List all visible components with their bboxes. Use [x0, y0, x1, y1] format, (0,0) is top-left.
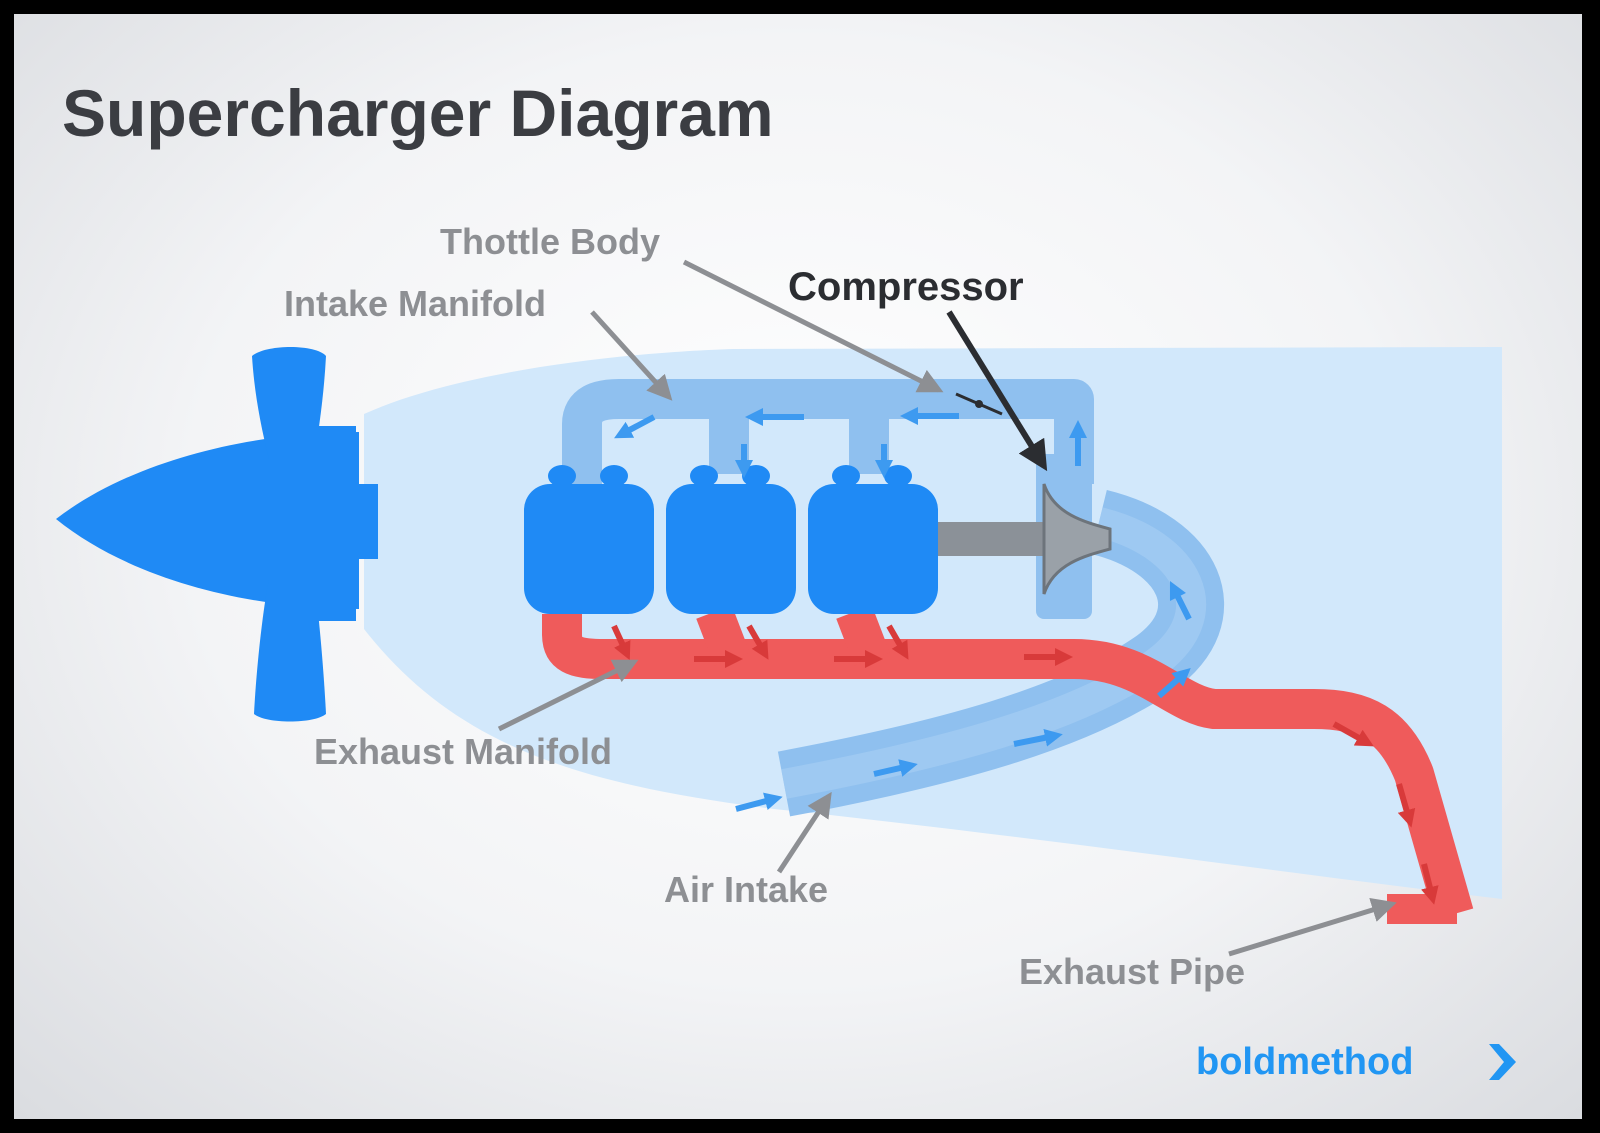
brand-logo: boldmethod — [1196, 1041, 1516, 1083]
air-flow-arrows — [614, 407, 1192, 812]
page-title: Supercharger Diagram — [62, 76, 774, 150]
brand-name: boldmethod — [1196, 1041, 1413, 1083]
diagram-frame: Supercharger Diagram — [14, 14, 1582, 1119]
cylinder-1 — [524, 465, 654, 614]
exhaust-flow-arrows — [611, 624, 1439, 905]
compressor-impeller — [1042, 483, 1112, 595]
propeller-blade-top — [252, 347, 326, 459]
cylinder-3 — [808, 465, 938, 614]
leader-throttle-body — [682, 259, 944, 393]
leader-intake-manifold — [590, 310, 673, 401]
propeller — [56, 347, 378, 722]
exhaust-runner-3 — [836, 605, 890, 666]
cylinder-2 — [666, 465, 796, 614]
label-throttle-body: Thottle Body — [440, 221, 660, 262]
label-intake-manifold: Intake Manifold — [284, 283, 546, 324]
propeller-flange — [356, 484, 378, 559]
exhaust-pipe-outlet — [1387, 894, 1457, 924]
engine-cowling — [364, 347, 1502, 899]
propeller-spinner — [56, 432, 359, 609]
leader-compressor — [946, 310, 1048, 472]
chevron-right-icon — [1489, 1044, 1516, 1080]
propeller-hub — [314, 426, 356, 621]
exhaust-manifold-pipe — [542, 614, 1474, 920]
label-compressor: Compressor — [788, 265, 1024, 309]
exhaust-runner-2 — [696, 605, 750, 666]
supercharger-diagram: Supercharger Diagram — [56, 76, 1516, 1083]
engine-cylinders — [524, 465, 938, 614]
intake-manifold-pipe — [562, 379, 1094, 484]
label-exhaust-manifold: Exhaust Manifold — [314, 731, 612, 772]
leader-lines — [497, 259, 1397, 957]
supercharger-drive-shaft — [938, 522, 1048, 556]
label-air-intake: Air Intake — [664, 869, 828, 910]
label-exhaust-pipe: Exhaust Pipe — [1019, 951, 1245, 992]
leader-exhaust-pipe — [1228, 897, 1397, 957]
leader-exhaust-manifold — [497, 659, 639, 732]
leader-air-intake — [776, 791, 832, 874]
propeller-blade-bottom — [254, 579, 326, 722]
